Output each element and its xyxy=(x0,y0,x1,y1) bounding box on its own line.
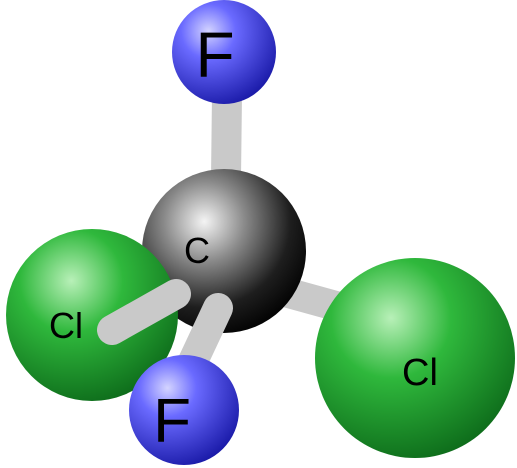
fluorine-sphere xyxy=(172,0,276,104)
atom-label-f-bottom: F xyxy=(153,387,191,456)
atom-label-c: C xyxy=(184,230,210,271)
atom-label-cl-left: Cl xyxy=(49,305,83,346)
bond-c-cl-left xyxy=(97,279,191,345)
atom-cl-right: Cl xyxy=(315,258,515,458)
atom-cl-left: Cl xyxy=(6,229,178,401)
atom-f-bottom: F xyxy=(129,355,239,465)
chlorine-sphere xyxy=(6,229,178,401)
fluorine-sphere xyxy=(129,355,239,465)
bond-c-f-top xyxy=(211,80,242,193)
chlorine-sphere xyxy=(315,258,515,458)
atom-f-top: F xyxy=(172,0,276,104)
atom-label-f-top: F xyxy=(195,19,234,91)
atom-label-cl-right: Cl xyxy=(402,352,438,394)
